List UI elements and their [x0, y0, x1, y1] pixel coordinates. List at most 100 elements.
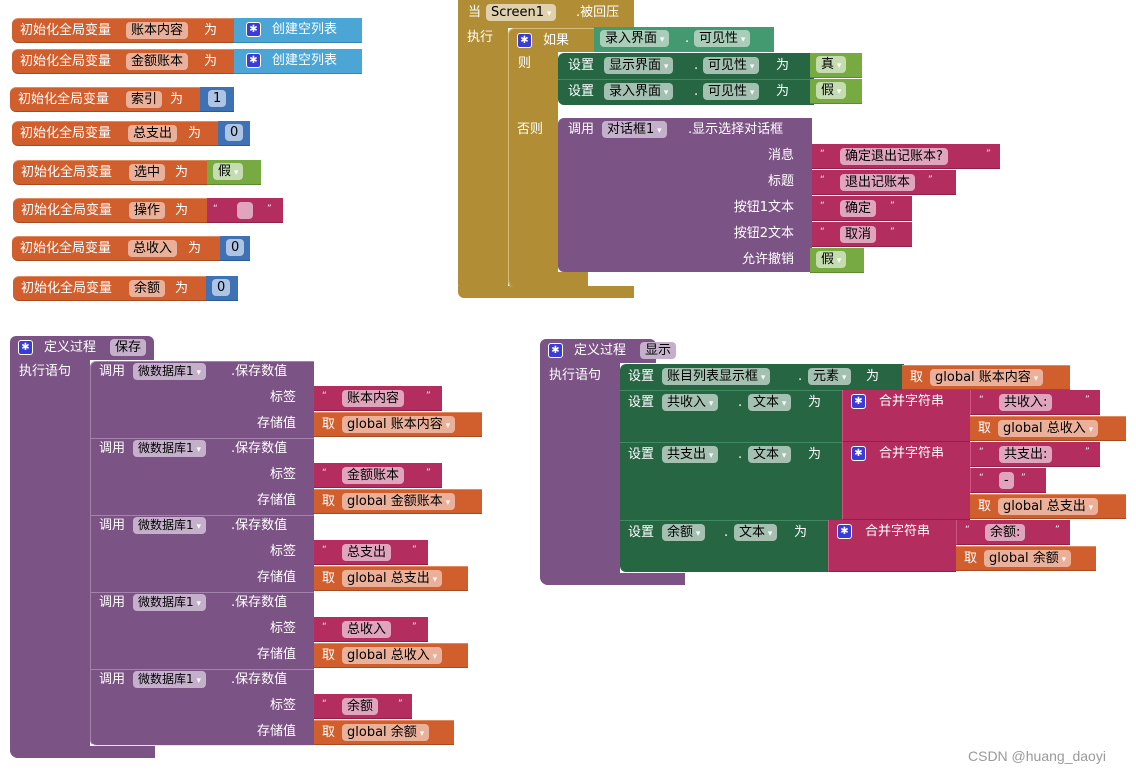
variable-dropdown[interactable]: global 余额	[342, 724, 430, 741]
get-variable-block[interactable]: 取 global 账本内容	[902, 365, 1070, 390]
screen-back-pressed-event[interactable]: 当 Screen1 .被回压	[458, 0, 634, 28]
tinydb-store-value-call[interactable]: 调用 微数据库1 .保存数值 标签 存储值	[90, 669, 314, 746]
variable-name-field[interactable]: 总支出	[128, 125, 178, 142]
variable-name-field[interactable]: 余额	[129, 280, 166, 297]
component-dropdown[interactable]: 对话框1	[602, 121, 667, 138]
variable-dropdown[interactable]: global 总收入	[998, 420, 1099, 437]
variable-dropdown[interactable]: global 账本内容	[342, 416, 456, 433]
gear-icon[interactable]: ✱	[246, 53, 261, 68]
text-field[interactable]	[237, 202, 253, 219]
logic-dropdown[interactable]: 假	[213, 163, 244, 180]
component-getter-block[interactable]: 录入界面 . 可见性	[594, 27, 774, 52]
text-block[interactable]: “ 总支出 ”	[314, 540, 428, 565]
global-var-block[interactable]: 初始化全局变量 选中 为	[13, 160, 209, 185]
gear-icon[interactable]: ✱	[851, 394, 866, 409]
logic-dropdown[interactable]: 假	[816, 251, 847, 268]
variable-name-field[interactable]: 总收入	[128, 240, 178, 257]
component-dropdown[interactable]: 微数据库1	[133, 671, 207, 688]
join-strings-block[interactable]: ✱ 合并字符串	[842, 442, 970, 520]
component-dropdown[interactable]: 微数据库1	[133, 517, 207, 534]
get-variable-block[interactable]: 取 global 总收入	[314, 643, 468, 668]
gear-icon[interactable]: ✱	[517, 33, 532, 48]
text-block[interactable]: “ 账本内容 ”	[314, 386, 442, 411]
property-dropdown[interactable]: 元素	[808, 368, 852, 385]
component-dropdown[interactable]: Screen1	[486, 4, 557, 21]
text-block[interactable]: “ 共收入: ”	[970, 390, 1100, 415]
text-field[interactable]: 确定退出记账本?	[840, 148, 948, 165]
variable-name-field[interactable]: 操作	[129, 202, 166, 219]
text-field[interactable]: 总支出	[342, 544, 392, 561]
text-block[interactable]: “ - ”	[970, 468, 1046, 493]
variable-dropdown[interactable]: global 金额账本	[342, 493, 456, 510]
global-var-block[interactable]: 初始化全局变量 账本内容 为	[12, 18, 236, 43]
property-dropdown[interactable]: 文本	[748, 394, 792, 411]
variable-name-field[interactable]: 索引	[126, 91, 163, 108]
get-variable-block[interactable]: 取 global 余额	[956, 546, 1096, 571]
logic-false-block[interactable]: 假	[810, 248, 864, 273]
text-block[interactable]: “ 确定 ”	[812, 196, 912, 221]
logic-dropdown[interactable]: 假	[816, 82, 847, 99]
property-dropdown[interactable]: 文本	[734, 524, 778, 541]
procedure-show-definition[interactable]: ✱ 定义过程 显示	[540, 339, 677, 363]
global-var-block[interactable]: 初始化全局变量 余额 为	[13, 276, 209, 301]
create-empty-list-block[interactable]: ✱ 创建空列表	[234, 18, 362, 43]
procedure-name-field[interactable]: 显示	[640, 342, 677, 359]
join-strings-block[interactable]: ✱ 合并字符串	[842, 390, 970, 442]
component-dropdown[interactable]: 余额	[662, 524, 706, 541]
get-variable-block[interactable]: 取 global 余额	[314, 720, 454, 745]
component-setter-block[interactable]: 设置 账目列表显示框 . 元素 为	[620, 364, 904, 390]
variable-dropdown[interactable]: global 总支出	[342, 570, 443, 587]
show-choose-dialog-call[interactable]: 调用 对话框1 .显示选择对话框 消息 标题 按钮1文本 按钮2文本 允许撤销	[558, 118, 812, 272]
text-field[interactable]: 账本内容	[342, 390, 405, 407]
number-field[interactable]: 0	[226, 239, 245, 256]
text-block[interactable]: “ 取消 ”	[812, 222, 912, 247]
property-dropdown[interactable]: 文本	[748, 446, 792, 463]
variable-name-field[interactable]: 账本内容	[126, 22, 189, 39]
text-field[interactable]: 金额账本	[342, 467, 405, 484]
global-var-block[interactable]: 初始化全局变量 操作 为	[13, 198, 209, 223]
component-setter-block[interactable]: 设置 共收入 . 文本 为	[620, 390, 842, 442]
variable-name-field[interactable]: 金额账本	[126, 53, 189, 70]
component-setter-block[interactable]: 设置 显示界面 . 可见性 为	[558, 53, 814, 79]
number-field[interactable]: 0	[225, 124, 244, 141]
text-field[interactable]: 总收入	[342, 621, 392, 638]
component-dropdown[interactable]: 共支出	[662, 446, 719, 463]
empty-text-block[interactable]: “ ”	[207, 198, 283, 223]
get-variable-block[interactable]: 取 global 总支出	[970, 494, 1126, 519]
create-empty-list-block[interactable]: ✱ 创建空列表	[234, 49, 362, 74]
component-dropdown[interactable]: 微数据库1	[133, 363, 207, 380]
text-field[interactable]: 共收入:	[999, 394, 1053, 411]
gear-icon[interactable]: ✱	[548, 343, 563, 358]
get-variable-block[interactable]: 取 global 总收入	[970, 416, 1126, 441]
global-var-block[interactable]: 初始化全局变量 金额账本 为	[12, 49, 236, 74]
component-dropdown[interactable]: 共收入	[662, 394, 719, 411]
global-var-block[interactable]: 初始化全局变量 索引 为	[10, 87, 202, 112]
number-field[interactable]: 0	[212, 279, 231, 296]
text-field[interactable]: 退出记账本	[840, 174, 916, 191]
number-block[interactable]: 0	[220, 236, 250, 261]
logic-dropdown[interactable]: 真	[816, 56, 847, 73]
get-variable-block[interactable]: 取 global 账本内容	[314, 412, 482, 437]
text-block[interactable]: “ 共支出: ”	[970, 442, 1100, 467]
text-block[interactable]: “ 总收入 ”	[314, 617, 428, 642]
component-setter-block[interactable]: 设置 录入界面 . 可见性 为	[558, 79, 814, 105]
text-field[interactable]: 取消	[840, 226, 877, 243]
component-dropdown[interactable]: 账目列表显示框	[662, 368, 771, 385]
component-dropdown[interactable]: 微数据库1	[133, 440, 207, 457]
text-block[interactable]: “ 金额账本 ”	[314, 463, 442, 488]
logic-false-block[interactable]: 假	[207, 160, 261, 185]
tinydb-store-value-call[interactable]: 调用 微数据库1 .保存数值 标签 存储值	[90, 592, 314, 669]
variable-name-field[interactable]: 选中	[129, 164, 166, 181]
gear-icon[interactable]: ✱	[851, 446, 866, 461]
text-field[interactable]: -	[999, 472, 1014, 489]
gear-icon[interactable]: ✱	[18, 340, 33, 355]
text-field[interactable]: 余额:	[985, 524, 1026, 541]
global-var-block[interactable]: 初始化全局变量 总支出 为	[12, 121, 220, 146]
number-block[interactable]: 0	[206, 276, 238, 301]
component-setter-block[interactable]: 设置 共支出 . 文本 为	[620, 442, 842, 520]
procedure-name-field[interactable]: 保存	[110, 339, 147, 356]
variable-dropdown[interactable]: global 总支出	[998, 498, 1099, 515]
text-block[interactable]: “ 确定退出记账本? ”	[812, 144, 1000, 169]
procedure-save-definition[interactable]: ✱ 定义过程 保存	[10, 336, 154, 360]
property-dropdown[interactable]: 可见性	[703, 83, 760, 100]
